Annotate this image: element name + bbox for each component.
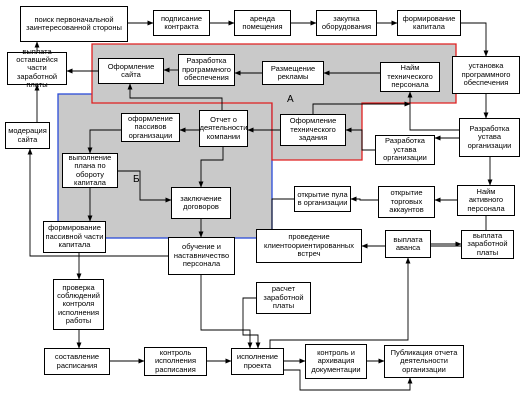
connector-arrow xyxy=(345,127,375,151)
node-activity-report: Отчет о деятельности компании xyxy=(199,110,248,147)
node-sign-contract: подписание контракта xyxy=(153,10,210,36)
connector-arrow xyxy=(350,196,378,202)
node-install-software: установка программного обеспечения xyxy=(452,56,520,94)
connector-arrow xyxy=(118,170,172,203)
connector-arrow xyxy=(284,369,413,391)
connector-arrow xyxy=(461,22,489,57)
node-software-development: Разработка программного обеспечения xyxy=(178,54,235,86)
connector-arrow xyxy=(269,257,411,348)
zone-a-label: А xyxy=(287,94,294,105)
connector-arrow xyxy=(312,101,411,114)
connector-arrow xyxy=(87,129,121,154)
node-search-stakeholder: поиск первоначальной заинтересованной ст… xyxy=(20,6,128,42)
node-sign-agreements: заключение договоров xyxy=(171,187,231,219)
node-rent-premises: аренда помещения xyxy=(234,10,291,36)
node-staff-training: обучение и наставничество персонала xyxy=(168,237,235,275)
connector-arrow xyxy=(198,147,224,188)
connector-arrow xyxy=(200,275,253,349)
node-document-archiving: контроль и архивация документации xyxy=(305,344,367,379)
node-salary-calculation: расчет заработной платы xyxy=(256,282,311,314)
node-advance-payment: выплата аванса xyxy=(385,230,431,258)
node-form-capital: формирование капитала xyxy=(397,10,461,36)
node-pay-remaining-salary: выплата оставшейся части заработной плат… xyxy=(7,47,67,89)
node-capital-turnover-plan: выполнение плана по обороту капитала xyxy=(62,153,118,188)
node-open-pool: открытие пула в организации xyxy=(294,186,351,212)
connector-arrow xyxy=(242,297,261,349)
node-technical-spec: Оформление технического задания xyxy=(280,114,346,146)
node-charter-development-left: Разработка устава организации xyxy=(375,135,435,165)
node-website-design: Оформление сайта xyxy=(98,58,164,84)
node-hire-tech-staff: Найм технического персонала xyxy=(380,62,440,92)
connector-arrow xyxy=(27,148,168,257)
node-salary-payment: выплата заработной платы xyxy=(461,230,514,259)
zone-b-label: Б xyxy=(133,174,140,185)
node-project-execution: исполнение проекта xyxy=(231,348,284,375)
node-open-trading-accounts: открытие торговых аккаунтов xyxy=(378,186,435,218)
node-client-meetings: проведение клиентоориентированных встреч xyxy=(256,229,362,263)
node-schedule-creation: составление расписания xyxy=(44,348,110,375)
node-publish-report: Публикация отчета деятельности организац… xyxy=(384,345,464,378)
node-advertising: Размещение рекламы xyxy=(262,61,324,85)
node-schedule-control: контроль исполнения расписания xyxy=(144,347,207,376)
node-buy-equipment: закупка оборудования xyxy=(316,10,377,36)
node-charter-development-right: Разработка устава организации xyxy=(459,118,520,157)
node-site-moderation: модерация сайта xyxy=(5,122,50,149)
node-work-control-check: проверка соблюдений контроля исполнения … xyxy=(53,279,104,330)
node-liabilities-registration: оформление пассивов организации xyxy=(121,113,180,142)
node-passive-capital: формирование пассивной части капитала xyxy=(43,221,106,253)
node-hire-active-staff: Найм активного персонала xyxy=(457,185,515,216)
connector-arrow xyxy=(127,83,223,110)
